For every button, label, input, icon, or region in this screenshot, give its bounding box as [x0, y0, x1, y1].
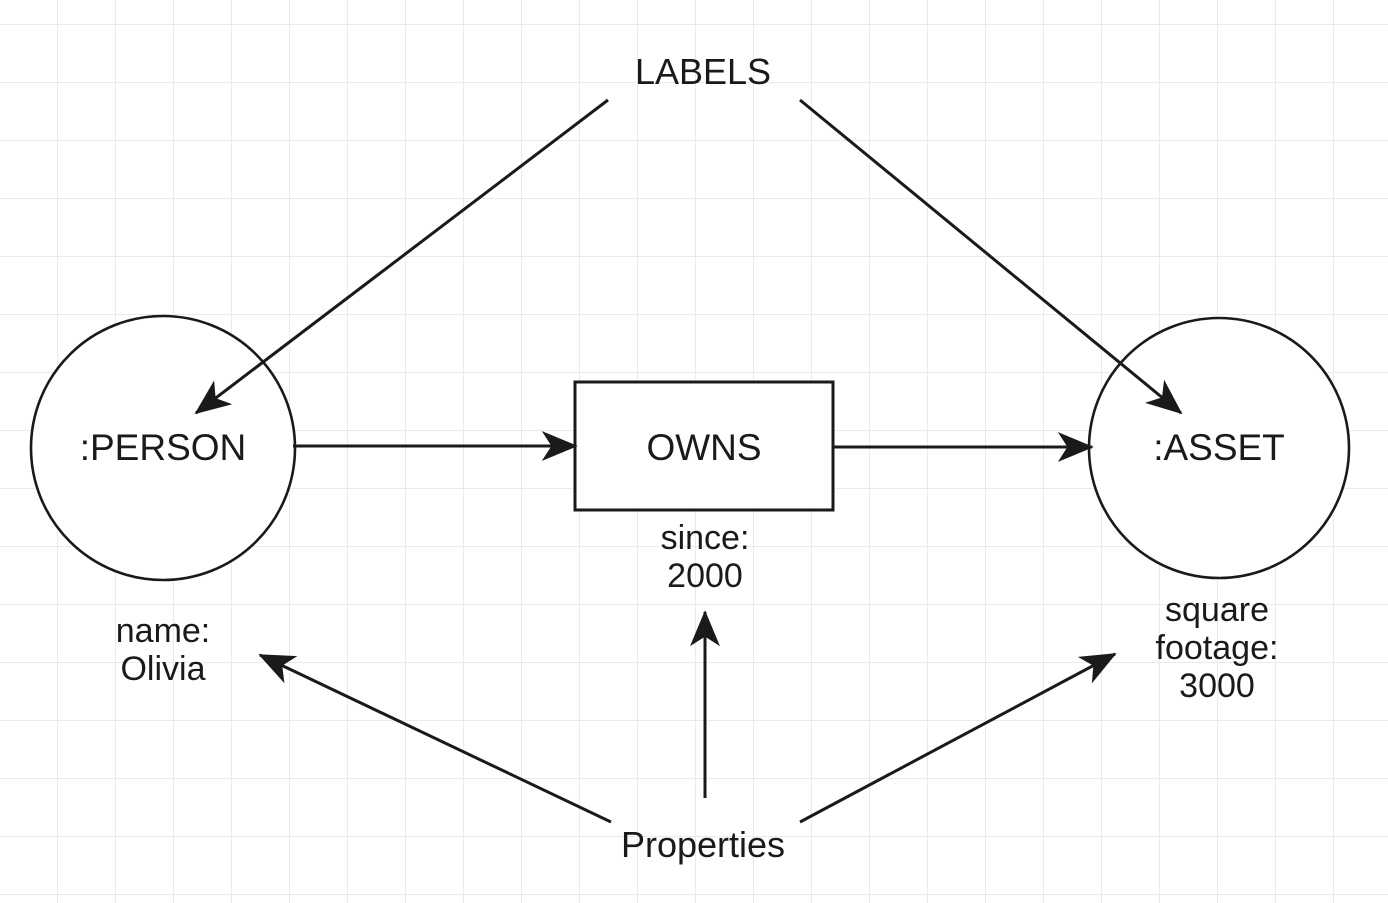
node-asset-label: :ASSET [1153, 427, 1285, 468]
property-owns-since: since: 2000 [660, 519, 750, 596]
relationship-owns-box[interactable] [573, 380, 835, 512]
annotation-properties-text: Properties [620, 824, 786, 865]
node-person-label: :PERSON [79, 427, 247, 468]
relationship-owns-label: OWNS [646, 427, 762, 468]
annotation-labels-to-asset[interactable] [799, 98, 1183, 415]
property-person-name: name: Olivia [115, 612, 211, 689]
annotation-labels-to-person[interactable] [194, 98, 609, 415]
annotation-properties-to-person-property[interactable] [258, 653, 612, 824]
annotation-labels-text: LABELS [634, 51, 772, 92]
annotation-properties-to-asset-property[interactable] [799, 652, 1117, 824]
property-asset-footage: square footage: 3000 [1155, 591, 1279, 706]
